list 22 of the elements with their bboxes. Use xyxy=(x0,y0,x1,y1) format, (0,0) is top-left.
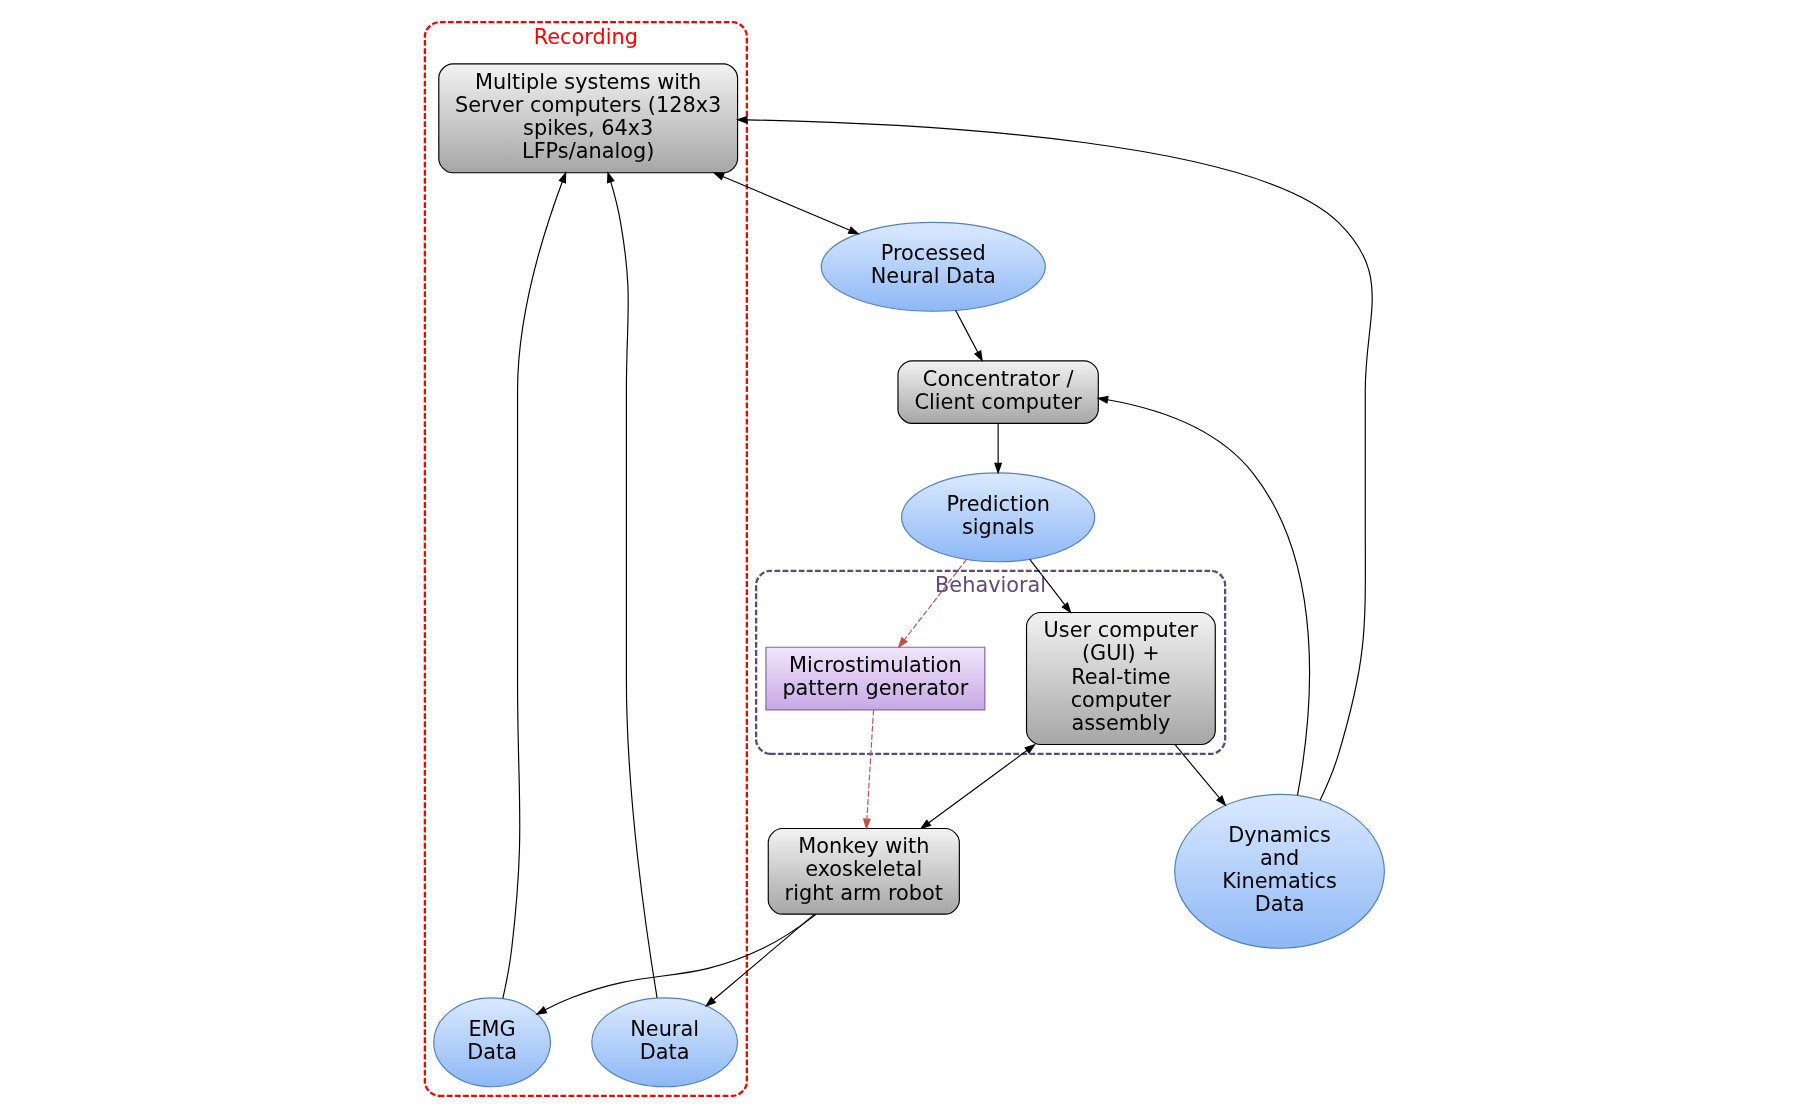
arrow xyxy=(994,423,1003,475)
node-box: Multiple systems with Server computers (128x3 spikes, 64x3 LFPs/analog) xyxy=(438,63,739,174)
arrow xyxy=(502,171,567,999)
arrow xyxy=(1096,395,1311,796)
arrow xyxy=(1029,558,1072,614)
arrow xyxy=(897,558,968,649)
node-box: Concentrator / Client computer xyxy=(897,360,1099,424)
arrow xyxy=(735,115,1373,801)
node-ellipse: Processed Neural Data xyxy=(820,221,1046,312)
arrow xyxy=(704,913,816,1008)
arrow xyxy=(955,309,983,363)
arrow xyxy=(607,171,658,999)
node-ellipse: Prediction signals xyxy=(901,472,1096,563)
node-ellipse: EMG Data xyxy=(433,997,552,1088)
arrow xyxy=(862,709,875,831)
node-box: Microstimulation pattern generator xyxy=(765,646,986,711)
node-box: Monkey with exoskeletal right arm robot xyxy=(767,827,960,915)
arrow xyxy=(535,913,817,1015)
arrow xyxy=(712,172,860,235)
arrow xyxy=(919,743,1036,830)
arrow xyxy=(1174,744,1227,807)
node-box: User computer (GUI) + Real-time computer assembly xyxy=(1025,611,1216,746)
